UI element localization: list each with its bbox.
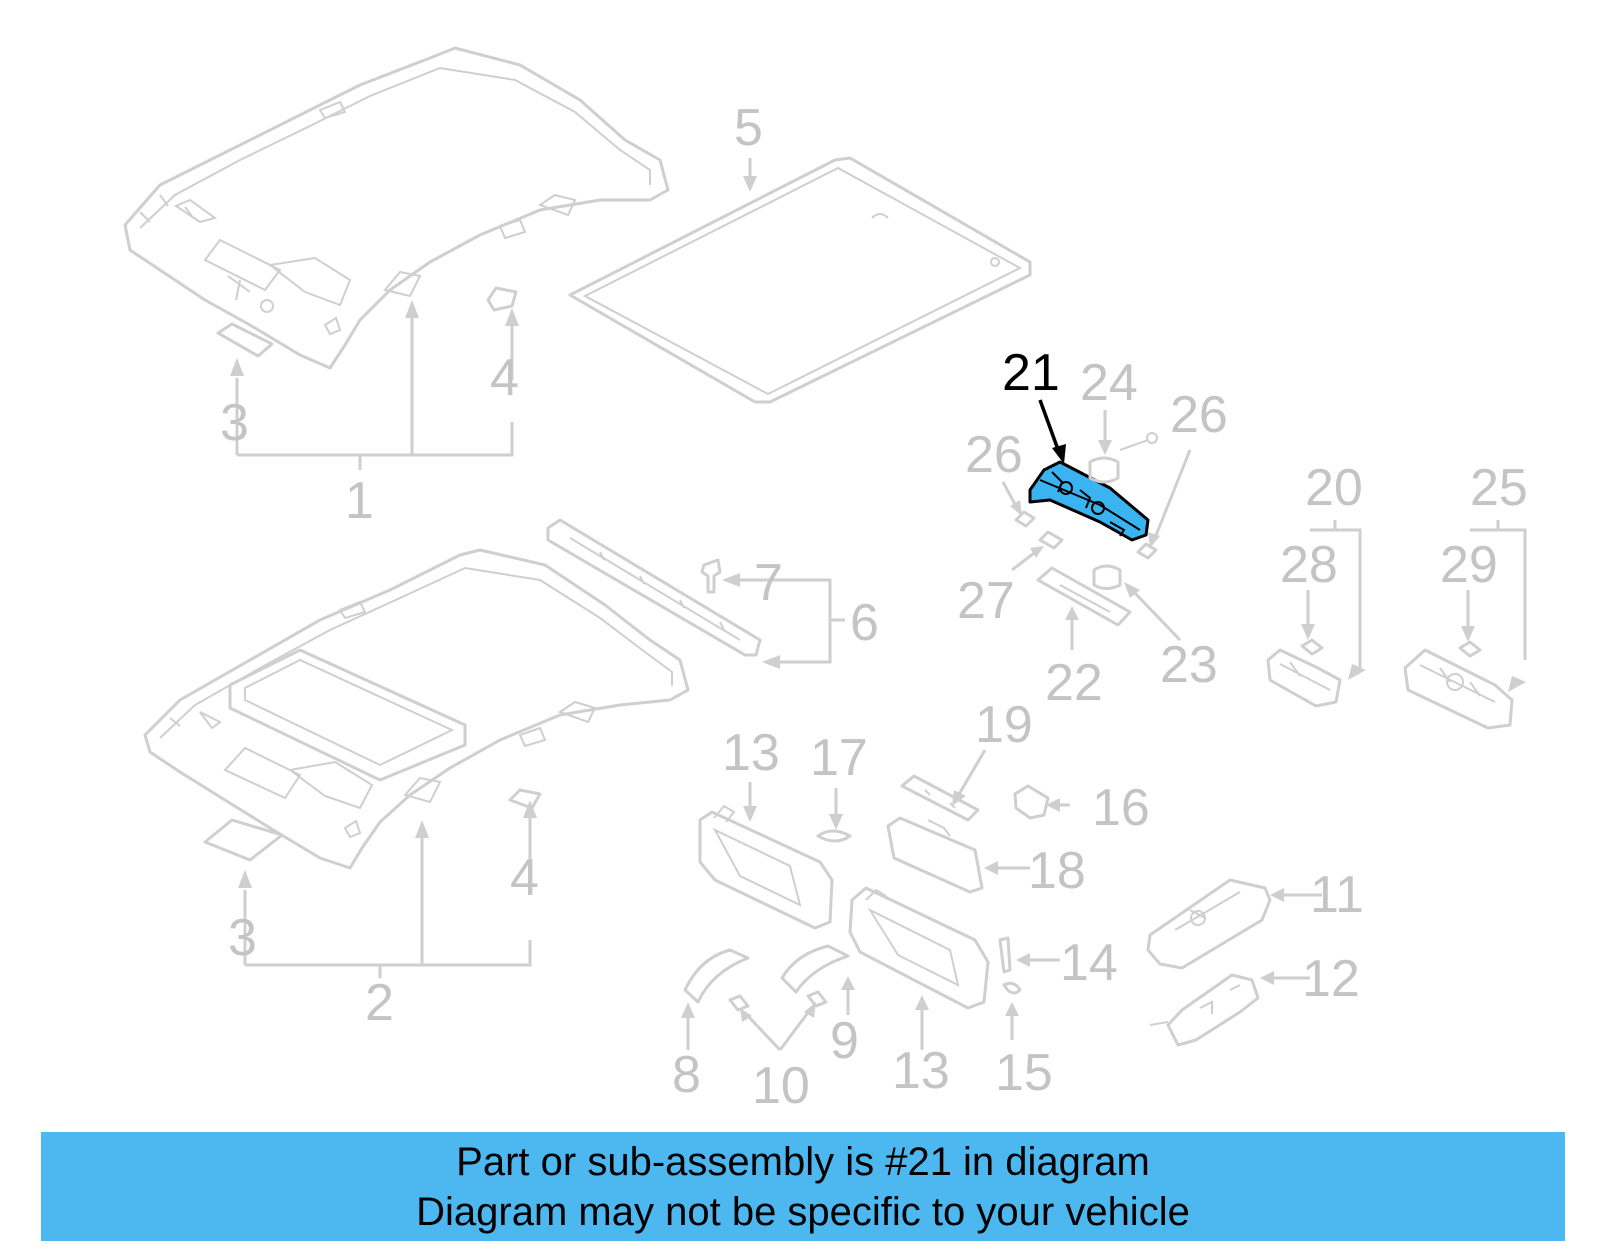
callout-9: 9: [830, 1012, 859, 1070]
leader-21: [1038, 399, 1062, 456]
clip-7: [700, 558, 722, 594]
callout-23: 23: [1160, 636, 1218, 694]
part-4-top: [486, 286, 518, 312]
panel-5: [568, 156, 1032, 404]
callout-10: 10: [752, 1057, 810, 1115]
handle-8: [683, 948, 750, 1004]
callout-20: 20: [1305, 459, 1363, 517]
callout-28: 28: [1280, 536, 1338, 594]
lamp-25: [1403, 640, 1514, 730]
callout-15: 15: [995, 1044, 1053, 1102]
leaders-1: [230, 300, 519, 470]
leaders-2: [238, 800, 537, 978]
callout-2: 2: [365, 974, 394, 1032]
callout-6: 6: [850, 594, 879, 652]
callout-22: 22: [1045, 654, 1103, 712]
callout-25: 25: [1470, 459, 1528, 517]
info-banner: Part or sub-assembly is #21 in diagram D…: [41, 1132, 1565, 1241]
leaders-6-7: [722, 573, 845, 669]
handle-9: [780, 944, 850, 994]
callout-7: 7: [754, 554, 783, 612]
callout-12: 12: [1302, 950, 1360, 1008]
parts-diagram: 3 4 1 5 3 4 2: [123, 46, 1528, 1115]
callout-29: 29: [1440, 536, 1498, 594]
console-11: [1146, 878, 1272, 970]
callout-18: 18: [1028, 842, 1086, 900]
callout-8: 8: [672, 1046, 701, 1104]
callout-27: 27: [957, 572, 1015, 630]
part-3-bottom: [203, 818, 284, 862]
callout-5: 5: [734, 99, 763, 157]
callout-17: 17: [810, 729, 868, 787]
headliner-2: [143, 548, 690, 870]
callout-19: 19: [975, 696, 1033, 754]
banner-line-2: Diagram may not be specific to your vehi…: [416, 1189, 1190, 1234]
callout-13-lower: 13: [892, 1042, 950, 1100]
headliner-1: [123, 46, 670, 370]
bracket-12: [1149, 973, 1260, 1047]
part-4-bottom: [508, 788, 542, 810]
callout-3-top: 3: [220, 394, 249, 452]
callout-13-upper: 13: [722, 724, 780, 782]
banner-line-1: Part or sub-assembly is #21 in diagram: [456, 1139, 1150, 1184]
callout-4-top: 4: [490, 349, 519, 407]
lamp-20: [1266, 638, 1342, 708]
rail-6: [546, 518, 762, 657]
callout-26-left: 26: [965, 426, 1023, 484]
callout-21: 21: [1002, 344, 1060, 402]
part-3-top: [216, 322, 274, 358]
visor-13-upper: [698, 804, 834, 930]
callout-16: 16: [1092, 779, 1150, 837]
callout-24: 24: [1080, 354, 1138, 412]
callout-26-right: 26: [1170, 386, 1228, 444]
callout-3-bottom: 3: [228, 909, 257, 967]
part-24: [1088, 432, 1158, 484]
visor-13-lower: [848, 886, 990, 1010]
callout-4-bottom: 4: [510, 849, 539, 907]
callout-1: 1: [345, 472, 374, 530]
callout-14: 14: [1060, 934, 1118, 992]
callout-11: 11: [1310, 866, 1364, 924]
